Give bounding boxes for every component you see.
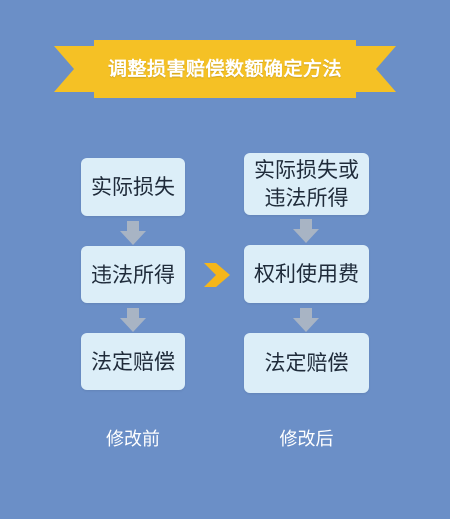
banner-ribbon-shape (54, 40, 396, 98)
arrow-down-icon (120, 308, 146, 332)
before-step-label: 实际损失 (91, 175, 175, 199)
chevron-right-icon (204, 263, 230, 287)
after-step-label: 法定赔偿 (264, 351, 349, 375)
arrow-down-icon (293, 308, 319, 332)
after-step-label-line2: 违法所得 (264, 186, 349, 210)
arrow-down-icon (293, 219, 319, 243)
arrow-down-icon (120, 221, 146, 245)
after-caption: 修改后 (279, 429, 334, 450)
after-step-label-line1: 实际损失或 (254, 158, 359, 182)
before-step-label: 法定赔偿 (91, 349, 175, 374)
before-step-statutory-damages: 法定赔偿 (81, 333, 185, 390)
after-step-label: 权利使用费 (254, 262, 359, 286)
title-banner: 调整损害赔偿数额确定方法 (54, 40, 396, 98)
after-step-two-line-label: 实际损失或 违法所得 (254, 156, 359, 212)
before-step-label: 违法所得 (91, 262, 175, 287)
before-caption: 修改前 (106, 429, 160, 450)
after-step-actual-loss-or-illegal-gains: 实际损失或 违法所得 (244, 153, 369, 215)
before-step-illegal-gains: 违法所得 (81, 246, 185, 303)
before-step-actual-loss: 实际损失 (81, 158, 185, 216)
diagram-title: 调整损害赔偿数额确定方法 (107, 58, 342, 80)
after-step-statutory-damages: 法定赔偿 (244, 333, 369, 393)
after-step-royalty: 权利使用费 (244, 245, 369, 303)
